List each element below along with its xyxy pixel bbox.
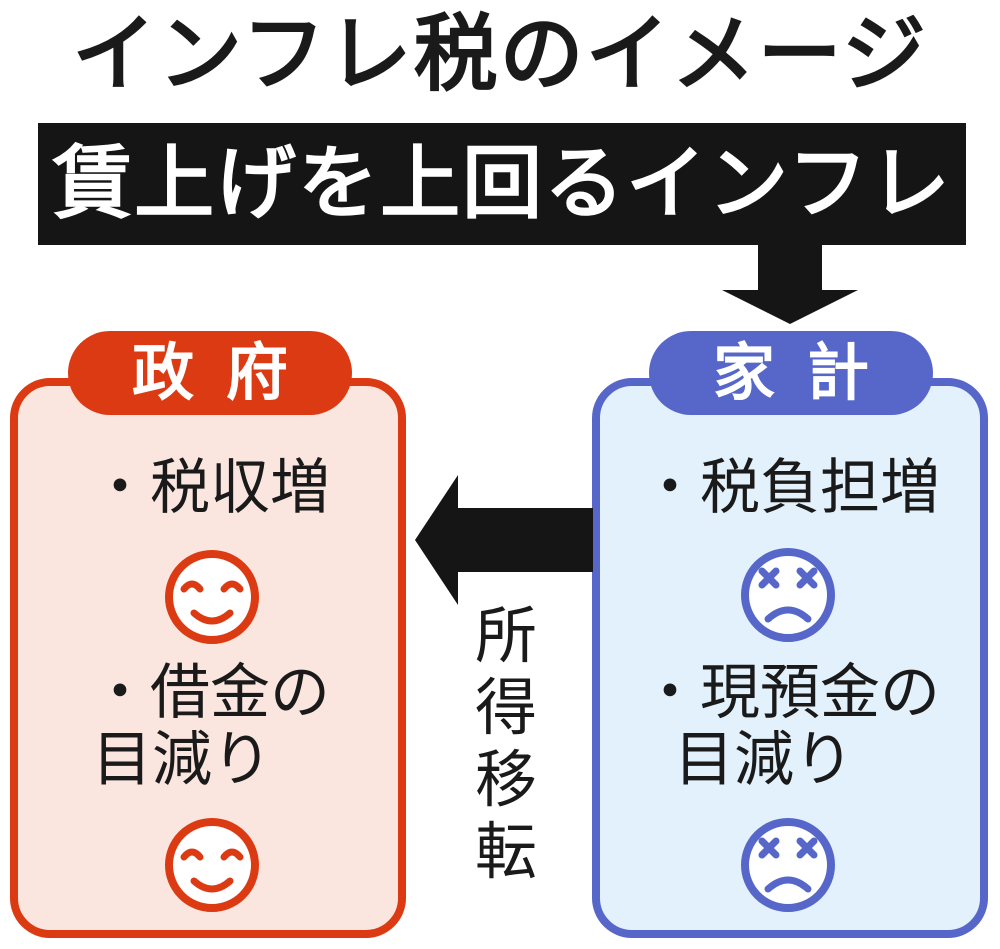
left-arrow-icon (415, 475, 593, 605)
frown-face-icon (741, 548, 835, 642)
household-item-deposits-line1: ・現預金の (640, 658, 940, 728)
income-transfer-label: 所 得 移 転 (468, 600, 544, 888)
cause-banner-text: 賃上げを上回るインフレ (52, 137, 952, 230)
government-item-debt-line1: ・借金の (90, 658, 330, 728)
income-transfer-char: 所 (474, 599, 537, 672)
household-item-deposits-line2: 目減り (674, 725, 854, 795)
diagram-title: インフレ税のイメージ (72, 5, 928, 103)
cause-banner (38, 123, 966, 245)
income-transfer-char: 得 (474, 671, 537, 744)
down-arrow-icon (722, 240, 858, 324)
smile-face-icon (165, 550, 259, 644)
household-item-tax-burden: ・税負担増 (640, 453, 940, 523)
frown-face-icon (741, 818, 835, 912)
income-transfer-char: 転 (474, 815, 537, 888)
income-transfer-char: 移 (474, 743, 537, 816)
government-label: 政府 (68, 331, 352, 415)
government-item-debt-line2: 目減り (92, 725, 272, 795)
government-item-tax-revenue: ・税収増 (90, 453, 330, 523)
smile-face-icon (165, 818, 259, 912)
household-label: 家計 (649, 331, 933, 415)
